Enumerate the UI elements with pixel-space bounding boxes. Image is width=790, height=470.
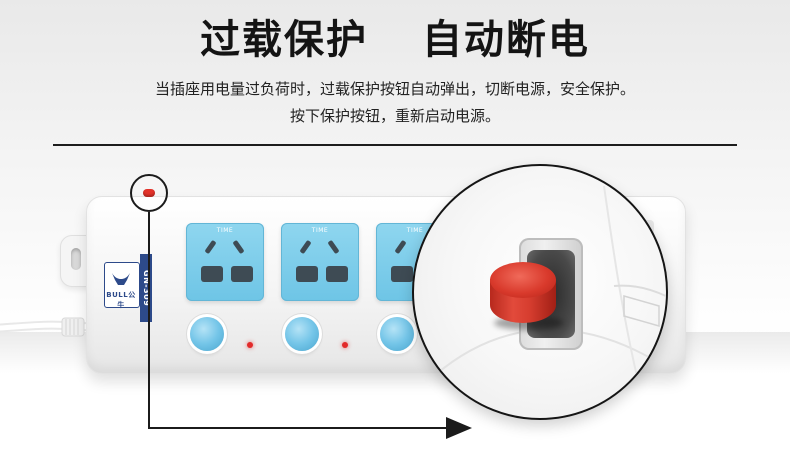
- socket-slot: [296, 266, 318, 282]
- mounting-hole: [71, 248, 81, 270]
- indicator-light: [247, 342, 253, 348]
- overload-reset-button[interactable]: [143, 189, 155, 197]
- brand-logo-text: BULL公牛: [106, 291, 136, 309]
- indicator-light: [342, 342, 348, 348]
- socket-slot: [201, 266, 223, 282]
- outlet-switch-button[interactable]: [380, 317, 414, 351]
- divider-rule: [53, 144, 737, 146]
- headline-part-auto-power-off: 自动断电: [421, 17, 590, 63]
- headline: 过载保护 自动断电: [0, 16, 790, 64]
- description-line-1: 当插座用电量过负荷时，过载保护按钮自动弹出，切断电源，安全保护。: [154, 80, 635, 98]
- callout-leader-vertical: [148, 212, 150, 429]
- magnified-reset-button[interactable]: [490, 262, 556, 298]
- bull-logo-icon: [112, 273, 130, 285]
- brand-logo: [104, 262, 140, 308]
- socket-brand-text: TIME: [216, 227, 234, 234]
- socket-brand-text: TIME: [311, 227, 329, 234]
- outlet-socket: [186, 223, 264, 301]
- power-cord: [0, 317, 120, 337]
- socket-slot: [231, 266, 253, 282]
- outlet-switch-button[interactable]: [285, 317, 319, 351]
- model-label: GN-309: [140, 254, 152, 322]
- socket-slot: [391, 266, 413, 282]
- magnified-view-lens: [412, 164, 668, 420]
- socket-brand-text: TIME: [406, 227, 424, 234]
- outlet-switch-button[interactable]: [190, 317, 224, 351]
- headline-part-overload-protection: 过载保护: [200, 17, 369, 63]
- description-line-2: 按下保护按钮，重新启动电源。: [289, 107, 500, 125]
- reset-button-callout-ring: [130, 174, 168, 212]
- outlet-socket: [281, 223, 359, 301]
- socket-slot: [326, 266, 348, 282]
- callout-leader-horizontal: [148, 427, 450, 429]
- callout-arrow-icon: [446, 417, 472, 439]
